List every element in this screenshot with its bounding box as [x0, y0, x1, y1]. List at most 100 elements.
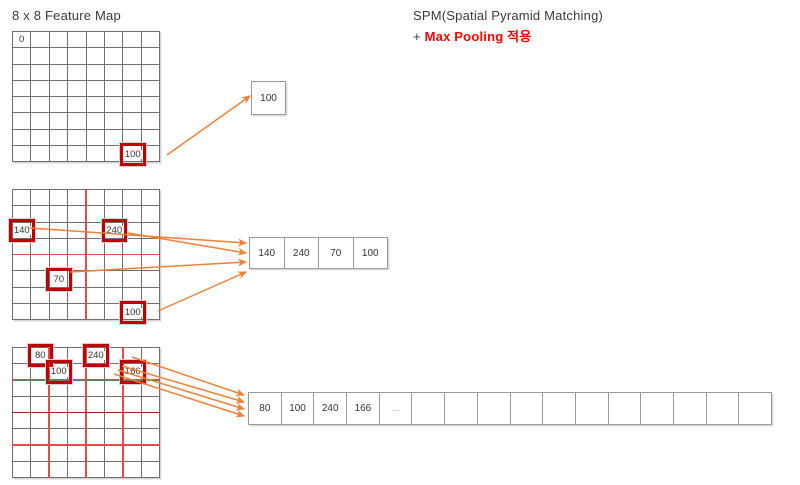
grid-cell[interactable]: [141, 129, 160, 146]
output-cell[interactable]: [673, 393, 707, 425]
grid-cell[interactable]: [49, 145, 69, 162]
grid-cell[interactable]: [86, 97, 105, 114]
grid-cell[interactable]: [49, 271, 69, 288]
grid-cell[interactable]: [49, 461, 69, 478]
output-cell[interactable]: [706, 393, 740, 425]
grid-cell[interactable]: [123, 461, 142, 478]
max-pooling-highlight[interactable]: 240: [83, 344, 109, 368]
grid-cell[interactable]: [13, 380, 32, 397]
grid-cell[interactable]: [123, 113, 142, 130]
grid-cell[interactable]: [13, 113, 32, 130]
grid-cell[interactable]: [141, 445, 160, 462]
grid-cell[interactable]: [49, 80, 69, 97]
grid-cell[interactable]: [104, 64, 124, 81]
grid-cell[interactable]: [13, 145, 32, 162]
grid-cell[interactable]: [49, 32, 69, 49]
grid-cell[interactable]: [31, 113, 50, 130]
grid-cell[interactable]: [123, 413, 142, 430]
grid-cell[interactable]: [141, 413, 160, 430]
grid-cell[interactable]: [13, 64, 32, 81]
grid-cell[interactable]: [104, 271, 124, 288]
grid-cell[interactable]: [13, 97, 32, 114]
grid-cell[interactable]: [13, 413, 32, 430]
grid-cell[interactable]: [123, 206, 142, 223]
grid-cell[interactable]: [31, 64, 50, 81]
grid-cell[interactable]: [123, 271, 142, 288]
grid-cell[interactable]: [86, 461, 105, 478]
grid-cell[interactable]: [13, 445, 32, 462]
grid-cell[interactable]: [123, 64, 142, 81]
grid-cell[interactable]: [13, 348, 32, 365]
grid-cell[interactable]: [31, 287, 50, 304]
grid-cell[interactable]: [86, 48, 105, 65]
max-pooling-highlight[interactable]: 100: [120, 300, 146, 324]
grid-cell[interactable]: [68, 129, 87, 146]
grid-cell[interactable]: [141, 145, 160, 162]
grid-cell[interactable]: [86, 413, 105, 430]
grid-cell[interactable]: [86, 145, 105, 162]
grid-cell[interactable]: [68, 97, 87, 114]
grid-cell[interactable]: [13, 255, 32, 272]
grid-cell[interactable]: [141, 206, 160, 223]
grid-cell[interactable]: [49, 48, 69, 65]
grid-cell[interactable]: [68, 48, 87, 65]
grid-cell[interactable]: [104, 80, 124, 97]
grid-cell[interactable]: [68, 113, 87, 130]
output-cell[interactable]: 240: [284, 238, 319, 269]
grid-cell[interactable]: [141, 80, 160, 97]
grid-cell[interactable]: [86, 32, 105, 49]
output-cell[interactable]: 140: [250, 238, 285, 269]
max-pooling-highlight[interactable]: 70: [46, 267, 72, 292]
grid-cell[interactable]: [31, 271, 50, 288]
grid-cell[interactable]: [49, 113, 69, 130]
output-cell[interactable]: [608, 393, 642, 425]
grid-cell[interactable]: [141, 97, 160, 114]
grid-cell[interactable]: [68, 64, 87, 81]
grid-cell[interactable]: [13, 48, 32, 65]
grid-cell[interactable]: 0: [13, 32, 32, 49]
grid-cell[interactable]: [86, 445, 105, 462]
grid-cell[interactable]: [13, 271, 32, 288]
grid-cell[interactable]: [13, 287, 32, 304]
grid-cell[interactable]: [104, 113, 124, 130]
grid-cell[interactable]: [86, 113, 105, 130]
grid-cell[interactable]: [31, 129, 50, 146]
output-cell[interactable]: ...: [379, 393, 413, 425]
output-cell[interactable]: 100: [353, 238, 388, 269]
grid-cell[interactable]: [141, 32, 160, 49]
grid-cell[interactable]: [123, 32, 142, 49]
grid-cell[interactable]: [13, 129, 32, 146]
grid-cell[interactable]: [123, 190, 142, 207]
grid-cell[interactable]: [104, 32, 124, 49]
grid-cell[interactable]: [49, 129, 69, 146]
grid-cell[interactable]: [86, 380, 105, 397]
output-cell[interactable]: [510, 393, 544, 425]
grid-cell[interactable]: [86, 80, 105, 97]
grid-cell[interactable]: [49, 303, 69, 320]
grid-cell[interactable]: [49, 64, 69, 81]
grid-cell[interactable]: [141, 190, 160, 207]
max-pooling-highlight[interactable]: 100: [120, 142, 146, 166]
output-cell[interactable]: 100: [252, 82, 286, 115]
max-pooling-highlight[interactable]: 140: [9, 218, 35, 243]
grid-cell[interactable]: [68, 32, 87, 49]
grid-cell[interactable]: [31, 145, 50, 162]
max-pooling-highlight[interactable]: 166: [120, 360, 146, 384]
grid-cell[interactable]: [13, 206, 32, 223]
grid-cell[interactable]: [86, 190, 105, 207]
grid-cell[interactable]: [104, 206, 124, 223]
grid-cell[interactable]: [104, 287, 124, 304]
feature-map-grid-level-0[interactable]: 0: [12, 31, 160, 162]
grid-cell[interactable]: [31, 97, 50, 114]
grid-cell[interactable]: [31, 48, 50, 65]
pooling-output-level-0[interactable]: 100: [251, 81, 286, 115]
grid-cell[interactable]: [31, 255, 50, 272]
output-cell[interactable]: [543, 393, 576, 425]
grid-cell[interactable]: [104, 129, 124, 146]
grid-cell[interactable]: [141, 48, 160, 65]
output-cell[interactable]: [641, 393, 674, 425]
grid-cell[interactable]: [31, 190, 50, 207]
grid-cell[interactable]: [13, 303, 32, 320]
output-cell[interactable]: [412, 393, 446, 425]
grid-cell[interactable]: [123, 97, 142, 114]
